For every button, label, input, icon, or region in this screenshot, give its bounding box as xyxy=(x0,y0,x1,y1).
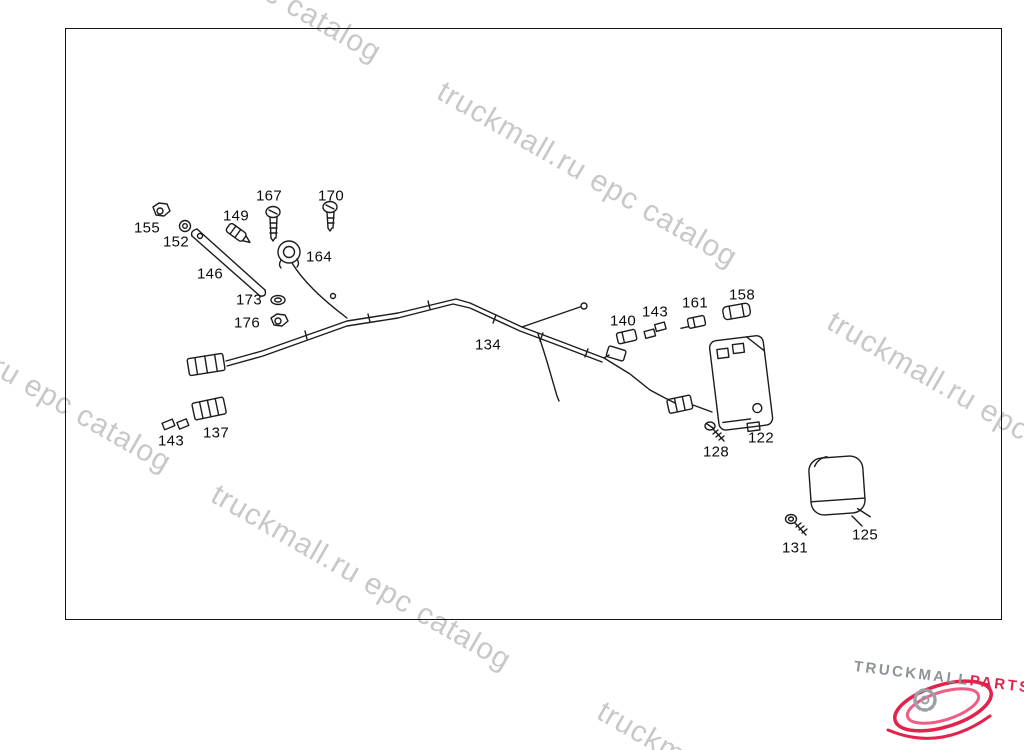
clip-143-left xyxy=(161,418,190,431)
part-label-131-18: 131 xyxy=(782,539,808,557)
clip-140 xyxy=(615,328,638,345)
screw-128 xyxy=(704,421,725,442)
part-label-140-10: 140 xyxy=(610,312,636,330)
logo-swirl-icon xyxy=(886,679,993,740)
clip-161 xyxy=(680,314,707,329)
part-label-143-11: 143 xyxy=(642,303,668,321)
part-label-164-5: 164 xyxy=(306,248,332,266)
part-label-149-2: 149 xyxy=(223,207,249,225)
screw-131 xyxy=(784,513,808,536)
fuse-158 xyxy=(722,302,752,321)
screw-170 xyxy=(322,200,338,232)
branch-ring-terminal-wire xyxy=(521,306,581,328)
clip-143-right xyxy=(643,321,667,340)
part-label-170-4: 170 xyxy=(318,187,344,205)
grommet-164 xyxy=(277,240,348,319)
relay-125 xyxy=(808,455,871,518)
part-label-137-15: 137 xyxy=(203,424,229,442)
control-box-122 xyxy=(708,335,774,433)
connector-137 xyxy=(191,396,227,421)
connector-left xyxy=(186,352,226,377)
part-label-167-3: 167 xyxy=(256,187,282,205)
fitting-149 xyxy=(225,222,251,244)
ring-terminal xyxy=(580,302,588,310)
nut-176 xyxy=(270,313,289,327)
bracket-146 xyxy=(190,228,267,297)
diagram-frame xyxy=(65,28,1002,620)
connector-end xyxy=(666,394,694,414)
part-label-128-17: 128 xyxy=(703,443,729,461)
part-label-155-0: 155 xyxy=(134,219,160,237)
part-label-152-1: 152 xyxy=(163,233,189,251)
part-label-125-19: 125 xyxy=(852,526,878,544)
part-label-161-12: 161 xyxy=(682,294,708,312)
part-label-173-7: 173 xyxy=(236,291,262,309)
harness-secondary-wire xyxy=(226,303,603,367)
ring-173 xyxy=(270,294,286,306)
part-label-122-16: 122 xyxy=(748,429,774,447)
nut-155 xyxy=(152,202,171,217)
harness-clips xyxy=(304,300,589,358)
connector-mid xyxy=(605,345,627,362)
leader-line-125 xyxy=(851,515,863,527)
washer-152 xyxy=(178,219,192,233)
part-label-176-8: 176 xyxy=(234,314,260,332)
part-label-134-9: 134 xyxy=(475,336,501,354)
part-label-143-14: 143 xyxy=(158,432,184,450)
part-label-146-6: 146 xyxy=(197,265,223,283)
part-label-158-13: 158 xyxy=(729,286,755,304)
branch-bare-wire xyxy=(537,333,560,402)
screw-167 xyxy=(265,205,281,242)
